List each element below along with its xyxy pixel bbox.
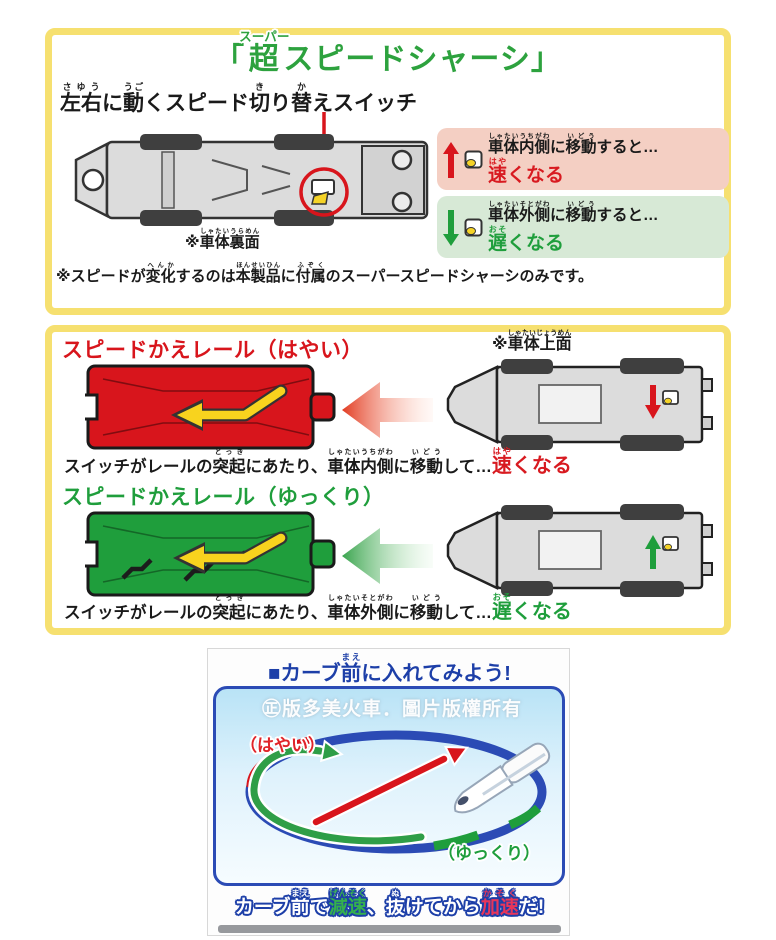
curve-tip-panel: ■カーブ前まえに入れてみよう! ㊣版多美火車．圖片版權所有 — [207, 648, 570, 936]
yellow-arrow — [196, 533, 286, 563]
slow-box-text: 車体外側しゃたいそとがわに移動いどうすると… 遅おそくなる — [488, 201, 659, 254]
mechanism-line — [211, 159, 248, 201]
mechanism-line — [261, 165, 291, 195]
coupler — [701, 378, 713, 392]
down-arrow-icon — [443, 209, 459, 246]
green-left-arrow — [342, 528, 433, 584]
body-panel — [538, 384, 602, 424]
slow-rail-title: スピードかえレール（ゆっくり） — [62, 486, 385, 509]
wheel — [620, 504, 684, 520]
switch-icon — [464, 150, 483, 169]
switch-icon — [464, 218, 483, 237]
windshield — [457, 796, 469, 806]
wheel — [620, 581, 684, 597]
wheel — [501, 435, 553, 450]
train-topview-fast — [446, 358, 713, 451]
rail-notch — [85, 393, 99, 421]
switch-heading: 左右さゆうに動うごくスピード切きり替かえスイッチ — [60, 82, 417, 115]
train-illustration — [453, 742, 551, 814]
slow-rail-diagram — [85, 511, 336, 597]
fast-label: （はやい） — [240, 736, 325, 755]
slow-direction-arrow — [250, 746, 425, 845]
speed-switch — [311, 179, 335, 195]
coupler — [701, 524, 713, 538]
watermark: ㊣版多美火車．圖片版權所有 — [261, 699, 522, 720]
wheel — [501, 505, 553, 520]
train-topview-slow — [446, 504, 713, 597]
wheel — [620, 358, 684, 374]
coupler-hole — [81, 168, 105, 192]
yellow-arrow — [194, 386, 286, 420]
wheel — [501, 359, 553, 374]
rear-wheel-top — [391, 149, 413, 171]
rail-tab — [309, 539, 336, 569]
oval-track-diagram — [245, 730, 551, 854]
wheel — [620, 435, 684, 451]
slow-label: （ゆっくり） — [438, 844, 540, 863]
fast-box-text: 車体内側しゃたいうちがわに移動いどうすると… 速はやくなる — [488, 133, 659, 186]
slow-info-box: 車体外側しゃたいそとがわに移動いどうすると… 遅おそくなる — [437, 196, 729, 258]
bump — [121, 558, 153, 580]
rail-notch — [85, 540, 99, 568]
wheel — [140, 134, 202, 150]
fast-rail-title: スピードかえレール（はやい） — [62, 339, 363, 362]
switch-highlight-circle — [299, 167, 349, 217]
wheel — [274, 134, 334, 150]
slow-rail-segment — [508, 804, 542, 830]
track-illustration-box: ㊣版多美火車．圖片版權所有 — [213, 686, 565, 886]
wheel — [274, 210, 334, 226]
topview-label: ※車体上面しゃたいじょうめん — [492, 330, 572, 353]
red-left-arrow — [342, 382, 433, 438]
curve-caption: カーブ前まえで減速げんそく、抜ぬけてから加速かそくだ! — [234, 889, 545, 918]
slow-explanation: スイッチがレールの突起とっきにあたり、車体外側しゃたいそとがわに移動いどうして…… — [64, 592, 572, 623]
up-arrow-icon — [443, 141, 459, 178]
fast-direction-arrow — [312, 755, 448, 826]
rear-wheel-bottom — [391, 191, 413, 213]
fast-explanation: スイッチがレールの突起とっきにあたり、車体内側しゃたいうちがわに移動いどうして…… — [64, 446, 572, 477]
coupler — [701, 562, 713, 576]
section1-title: 「超スーパースピードシャーシ」 — [214, 30, 562, 76]
underside-label: ※車体裏面しゃたいうらめん — [185, 228, 260, 251]
rail-tab — [309, 392, 336, 422]
fast-info-box: 車体内側しゃたいうちがわに移動いどうすると… 速はやくなる — [437, 128, 729, 190]
body-panel — [538, 530, 602, 570]
chassis-note: ※スピードが変化へんかするのは本製品ほんせいひんに付属ふぞくのスーパースピードシ… — [56, 262, 593, 285]
slow-rail-segment — [433, 830, 480, 851]
coupler — [701, 416, 713, 430]
wheel — [140, 210, 202, 226]
switch-lever — [311, 190, 329, 205]
chassis-underside-diagram — [74, 112, 429, 226]
fast-rail-diagram — [85, 364, 336, 450]
section3-title: ■カーブ前まえに入れてみよう! — [268, 652, 511, 685]
axle — [161, 151, 175, 209]
wheel — [501, 581, 553, 596]
panel-bottom-edge — [218, 925, 561, 933]
